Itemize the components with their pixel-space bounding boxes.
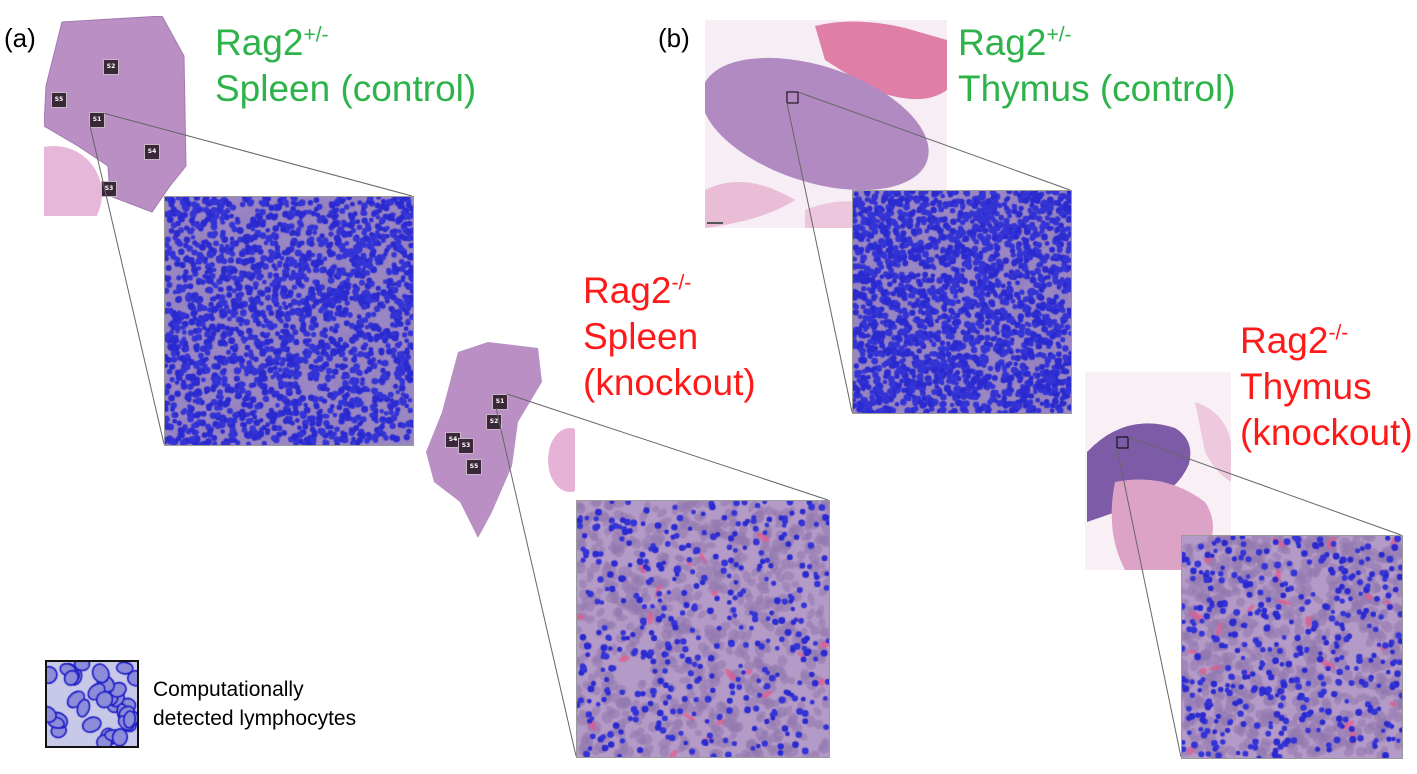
- spleen-control-sample-s1: S1: [89, 112, 105, 128]
- legend-swatch: [45, 660, 139, 748]
- guide-line: [102, 112, 413, 197]
- spleen-control-title: Rag2+/- Spleen (control): [215, 20, 476, 112]
- legend-line-1: Computationally: [153, 678, 304, 701]
- spleen-knockout-sample-s1: S1: [492, 394, 508, 410]
- spleen-control-tissue: Spleen (control): [215, 68, 477, 109]
- thymus-knockout-zoom: [1181, 535, 1403, 759]
- spleen-knockout-tissue: Spleen: [583, 316, 699, 357]
- panel-a-label: (a): [4, 23, 36, 53]
- guide-line: [786, 102, 853, 413]
- spleen-control-gene: Rag2: [215, 22, 304, 63]
- thymus-control-roi: [786, 91, 799, 104]
- thymus-control-genotype: +/-: [1046, 23, 1072, 47]
- guide-line: [495, 407, 577, 757]
- thymus-control-tissue: Thymus (control): [958, 68, 1236, 109]
- thymus-control-zoom: [852, 190, 1072, 414]
- spleen-knockout-zoom: [576, 500, 830, 758]
- spleen-control-overview: [44, 16, 187, 216]
- thymus-knockout-roi: [1116, 436, 1129, 449]
- spleen-control-sample-s3: S3: [101, 181, 117, 197]
- spleen-control-genotype: +/-: [303, 23, 329, 47]
- thymus-control-gene: Rag2: [958, 22, 1047, 63]
- spleen-knockout-sample-s2: S2: [486, 414, 502, 430]
- spleen-knockout-gene: Rag2: [583, 270, 672, 311]
- legend-line-2: detected lymphocytes: [153, 707, 357, 730]
- guide-line: [506, 393, 829, 501]
- spleen-knockout-overview: [426, 342, 575, 538]
- spleen-knockout-note: (knockout): [583, 362, 756, 403]
- spleen-knockout-sample-s5: S5: [466, 459, 482, 475]
- legend-label: Computationally detected lymphocytes: [153, 675, 356, 733]
- thymus-knockout-tissue: Thymus: [1240, 366, 1372, 407]
- thymus-knockout-note: (knockout): [1240, 412, 1413, 453]
- thymus-control-title: Rag2+/- Thymus (control): [958, 20, 1236, 112]
- thymus-knockout-title: Rag2-/- Thymus (knockout): [1240, 318, 1413, 456]
- guide-line: [797, 91, 1071, 191]
- thymus-knockout-genotype: -/-: [1328, 321, 1349, 345]
- guide-line: [89, 125, 165, 445]
- spleen-knockout-genotype: -/-: [671, 271, 692, 295]
- guide-line: [1116, 447, 1182, 758]
- guide-line: [1127, 436, 1402, 536]
- spleen-control-sample-s5: S5: [51, 92, 67, 108]
- spleen-knockout-sample-s3: S3: [458, 438, 474, 454]
- spleen-control-sample-s2: S2: [103, 59, 119, 75]
- spleen-control-sample-s4: S4: [144, 144, 160, 160]
- spleen-control-zoom: [164, 196, 414, 446]
- spleen-knockout-title: Rag2-/- Spleen (knockout): [583, 268, 756, 406]
- thymus-knockout-gene: Rag2: [1240, 320, 1329, 361]
- panel-b-label: (b): [658, 23, 690, 53]
